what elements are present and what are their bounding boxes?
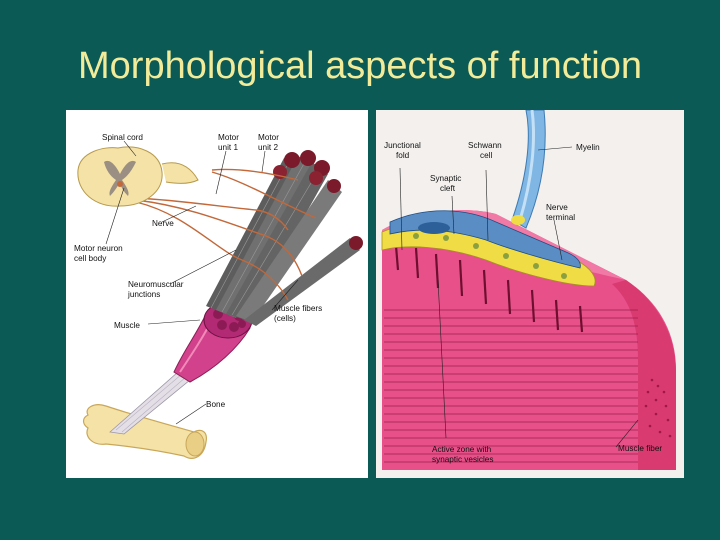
label-motor-unit-1-line2: unit 1 — [218, 143, 238, 152]
nerve-terminal-shape — [389, 210, 581, 269]
bone-shape — [82, 404, 207, 459]
motor-unit-svg: Spinal cord Motor unit 1 Motor unit 2 Ne… — [74, 133, 363, 459]
label-myelin: Myelin — [576, 143, 600, 152]
label-junctional-fold-line1: Junctional — [384, 141, 421, 150]
spinal-cord-section — [77, 146, 199, 207]
label-motor-neuron-line1: Motor neuron — [74, 244, 123, 253]
leader-lines-right — [399, 146, 639, 448]
label-bone: Bone — [206, 400, 226, 409]
label-neuromuscular-line1: Neuromuscular — [128, 280, 184, 289]
motor-unit-illustration: Spinal cord Motor unit 1 Motor unit 2 Ne… — [66, 110, 368, 478]
junction-svg: Junctional fold Schwann cell Myelin Syna… — [381, 110, 676, 470]
slide-title: Morphological aspects of function — [78, 45, 642, 87]
label-schwann-cell-line1: Schwann — [468, 141, 502, 150]
label-spinal-cord: Spinal cord — [102, 133, 143, 142]
label-synaptic-cleft-line1: Synaptic — [430, 174, 461, 183]
leader-lines — [105, 140, 299, 425]
myelin-axon-shape — [511, 110, 546, 229]
label-motor-unit-1-line1: Motor — [218, 133, 239, 142]
label-nerve-terminal-line2: terminal — [546, 213, 575, 222]
label-motor-unit-2-line2: unit 2 — [258, 143, 278, 152]
label-muscle-fiber: Muscle fiber — [618, 444, 662, 453]
striations — [384, 309, 638, 463]
label-junctional-fold-line2: fold — [396, 151, 410, 160]
junctional-folds — [394, 245, 584, 333]
neuromuscular-junction-illustration: Junctional fold Schwann cell Myelin Syna… — [376, 110, 684, 478]
label-muscle: Muscle — [114, 321, 140, 330]
label-neuromuscular-line2: junctions — [127, 290, 160, 299]
label-active-zone-line1: Active zone with — [432, 445, 492, 454]
label-synaptic-cleft-line2: cleft — [440, 184, 456, 193]
label-muscle-fibers-line2: (cells) — [274, 314, 296, 323]
label-muscle-fibers-line1: Muscle fibers — [274, 304, 322, 313]
label-schwann-cell-line2: cell — [480, 151, 492, 160]
label-motor-unit-2-line1: Motor — [258, 133, 279, 142]
label-nerve-terminal-line1: Nerve — [546, 203, 568, 212]
label-motor-neuron-line2: cell body — [74, 254, 107, 263]
muscle-fibers-bundle — [206, 150, 363, 326]
fiber-end-dots — [644, 378, 672, 438]
label-nerve: Nerve — [152, 219, 174, 228]
nerve-fibers — [135, 168, 317, 301]
label-active-zone-line2: synaptic vesicles — [432, 455, 493, 464]
